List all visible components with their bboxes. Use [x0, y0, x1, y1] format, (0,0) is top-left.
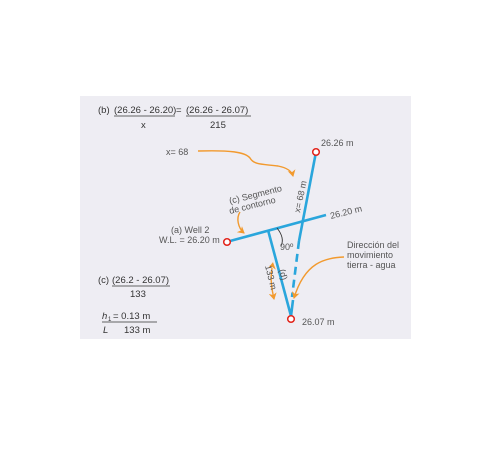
equation-b-equals: =: [176, 105, 182, 116]
bottom-point-marker: [286, 314, 296, 324]
flow-line-solid-top: [297, 151, 318, 242]
direction-label-line2: movimiento: [347, 250, 393, 260]
top-point-label: 26.26 m: [321, 138, 354, 148]
flow-line-dashed: [290, 240, 301, 298]
perpendicular-line-d: [266, 229, 293, 317]
equation-c-numerator: (26.2 - 26.07): [112, 275, 169, 286]
equation-b-numerator-left: (26.26 - 26.20): [114, 105, 176, 116]
length-133-label: 133 m: [263, 264, 279, 291]
well-label-line2: W.L. = 26.20 m: [159, 235, 220, 245]
well-point-marker: [222, 237, 232, 247]
equation-h-denominator: 133 m: [124, 325, 150, 336]
contour-value-label: 26.20 m: [329, 203, 363, 221]
d-label: (d): [277, 268, 289, 281]
direction-arrow: [291, 256, 345, 299]
equation-b-denominator-left: x: [141, 120, 146, 131]
direction-label-line1: Dirección del: [347, 240, 399, 250]
segment-arrow: [236, 211, 245, 234]
contour-line: [229, 213, 327, 243]
top-point-marker: [311, 147, 321, 157]
equation-c-label: (c): [98, 275, 109, 286]
diagram-panel: [80, 96, 411, 339]
equation-c-denominator: 133: [130, 289, 146, 300]
right-angle-arc: [276, 227, 283, 247]
equation-L-symbol: L: [103, 325, 108, 336]
equation-h-symbol: h: [102, 311, 107, 322]
equation-gradient: h 1 = 0.13 m L 133 m: [102, 311, 157, 336]
equation-h-numerator: = 0.13 m: [113, 311, 150, 322]
equation-b-denominator-right: 215: [210, 120, 226, 131]
direction-label-line3: tierra - agua: [347, 260, 396, 270]
equation-b: (b) (26.26 - 26.20) = (26.26 - 26.07) x …: [98, 105, 251, 131]
equation-b-numerator-right: (26.26 - 26.07): [186, 105, 248, 116]
bottom-point-label: 26.07 m: [302, 317, 335, 327]
well-label-line1: (a) Well 2: [171, 225, 209, 235]
length-arrow: [267, 262, 277, 300]
angle-label: 90º: [280, 242, 294, 252]
equation-h-subscript: 1: [108, 317, 112, 323]
x-arrow: [197, 150, 296, 177]
equation-c: (c) (26.2 - 26.07) 133: [98, 275, 170, 300]
equation-b-label: (b): [98, 105, 110, 116]
x-value-label: x= 68: [166, 147, 188, 157]
